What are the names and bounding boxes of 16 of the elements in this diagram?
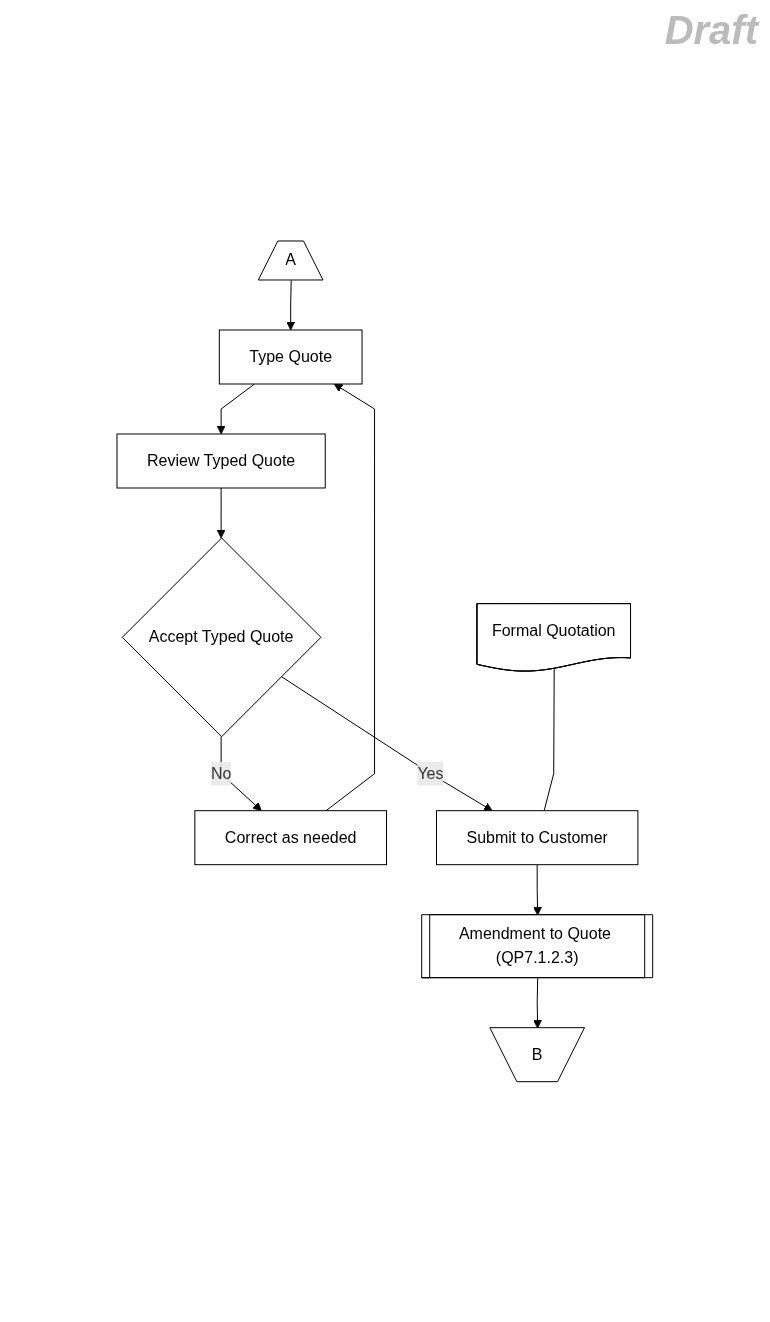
arrow bbox=[280, 675, 493, 811]
edge-label: Yes bbox=[417, 764, 444, 782]
node-box: Review Typed Quote bbox=[116, 433, 326, 489]
arrow bbox=[216, 383, 256, 435]
watermark-text: Draft bbox=[664, 8, 758, 53]
arrow bbox=[325, 383, 376, 811]
arrow bbox=[216, 487, 226, 539]
arrow bbox=[533, 863, 543, 916]
edge-label: No bbox=[211, 764, 232, 782]
node-diamond: Accept Typed Quote bbox=[121, 537, 322, 737]
node-box: Type Quote bbox=[218, 329, 363, 385]
arrow bbox=[286, 279, 296, 331]
node-box: Submit to Customer bbox=[436, 809, 639, 865]
arrow bbox=[533, 977, 543, 1029]
connector bbox=[543, 667, 555, 811]
node-box: Correct as needed bbox=[194, 809, 388, 865]
